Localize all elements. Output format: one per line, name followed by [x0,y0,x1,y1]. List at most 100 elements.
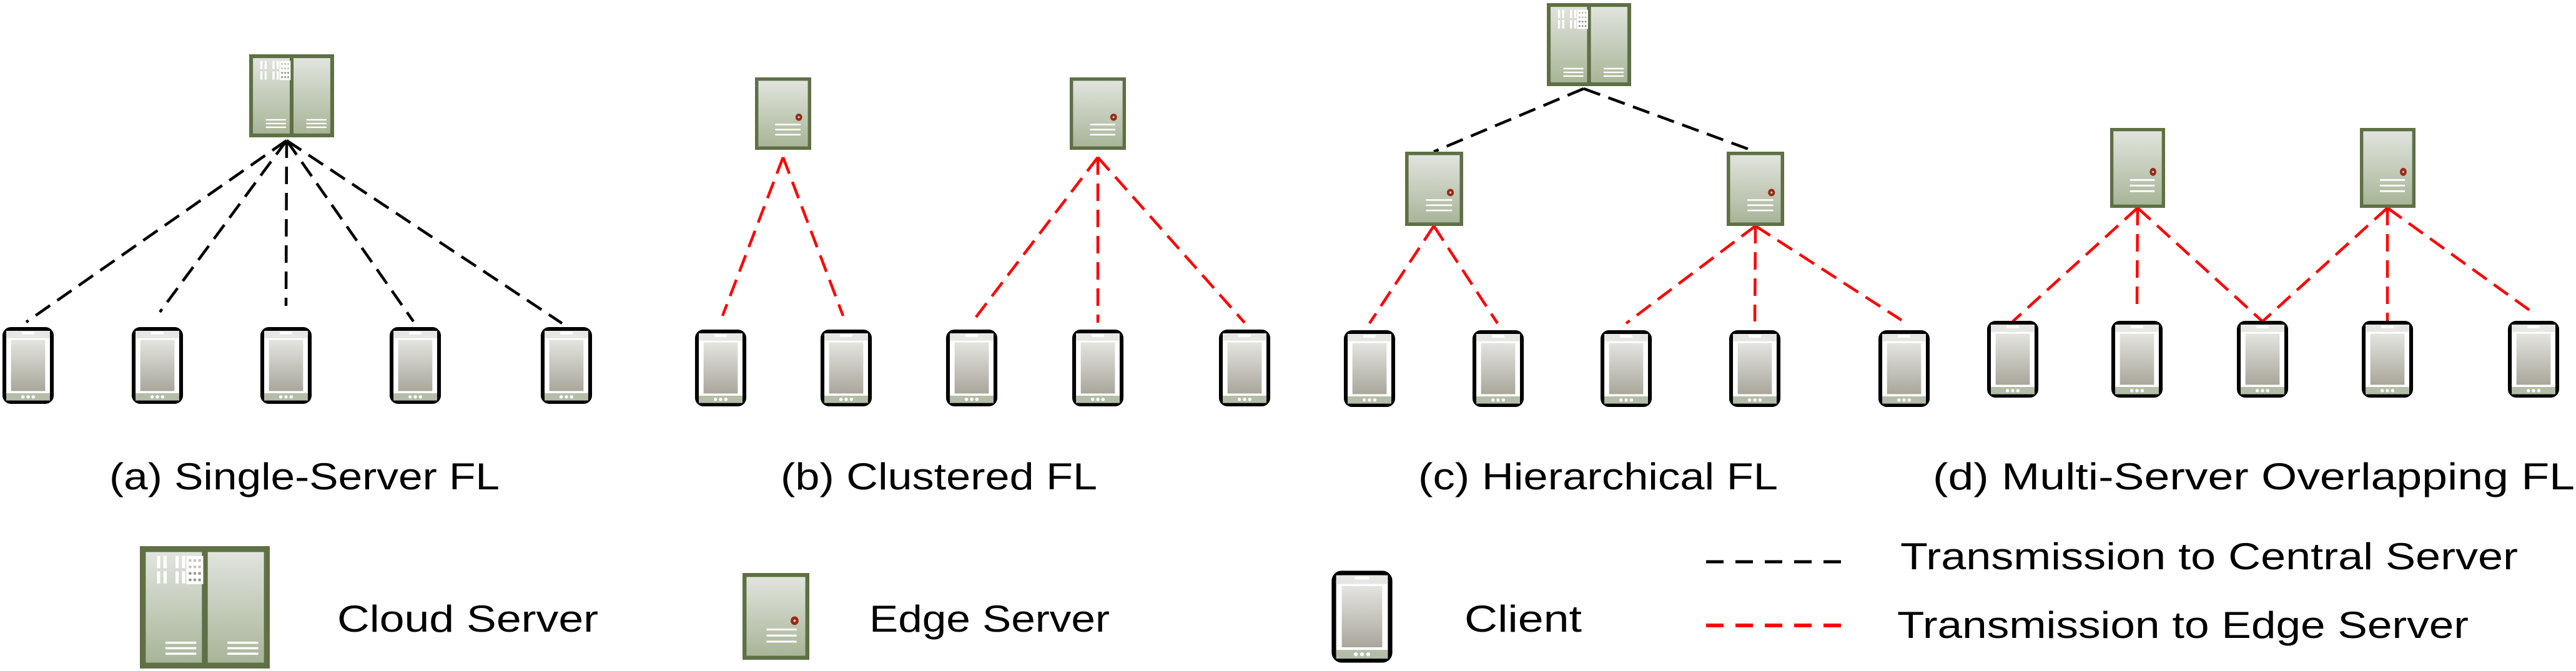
edge-server-icon [1070,77,1126,150]
client-phone-icon [2361,320,2414,398]
client-phone-icon [1343,330,1396,408]
client-phone-icon [1072,329,1124,407]
client-phone-icon [1986,320,2039,398]
link-c2-to-e1-edge [781,157,845,316]
speaker-icon [1620,335,1632,338]
link-e2-to-cloud-central [1583,87,1756,154]
speaker-icon [1355,576,1369,580]
screen [1352,343,1387,394]
client-phone-icon [1878,330,1930,408]
speaker-icon [2381,325,2394,328]
client-phone-icon [1218,329,1271,407]
cloud-server-icon [249,54,334,137]
edge-server-icon [2360,128,2416,208]
screen [2120,333,2154,385]
link-c5-to-e2-edge [1097,156,1246,324]
edge-server-icon [2110,128,2165,208]
link-c5-to-e2-edge [1754,225,1903,321]
link-e1-to-cloud-central [1433,87,1584,154]
screen [1887,343,1922,394]
screen [1080,342,1115,394]
nodes-layer [2,3,2560,408]
client-phone-icon [2236,320,2289,398]
speaker-icon [714,334,727,337]
speaker-icon [1092,334,1104,337]
speaker-icon [560,331,573,335]
client-phone-icon [2507,320,2560,398]
edge-server-icon [1405,152,1463,226]
edge-server-icon [755,77,811,150]
legend [140,546,1842,669]
panel-d [1986,128,2560,398]
speaker-icon [2131,325,2143,328]
screen [398,340,433,391]
screen [954,342,989,394]
client-phone-icon [1729,330,1781,408]
cloud-server-icon [1547,3,1631,86]
link-c3-to-e2-edge [2261,207,2389,323]
speaker-icon [1898,335,1910,338]
client-phone-icon [1472,330,1524,408]
speaker-icon [1238,334,1251,337]
speaker-icon [409,331,422,335]
legend-label-edge-server: Edge Server [869,598,1110,640]
link-c3-to-e1-edge [2136,207,2264,323]
screen [1227,342,1262,394]
link-c1-to-e1-edge [2011,207,2139,323]
screen [1737,343,1772,394]
client-phone-icon [945,329,998,407]
legend-label-cloud-server: Cloud Server [337,598,598,640]
speaker-icon [2527,325,2540,328]
screen [703,342,738,394]
screen [1995,333,2030,385]
legend-label-edge-transmission: Transmission to Edge Server [1897,604,2469,646]
client-phone-icon [694,329,747,407]
speaker-icon [2006,325,2019,328]
edge-server-icon [1727,152,1784,226]
client-phone-icon [820,329,872,407]
screen [2370,333,2405,385]
link-c1-to-cloud-central [25,139,288,323]
link-c2-to-cloud-central [159,139,288,313]
panel-title-clustered: (b) Clustered FL [781,456,1097,497]
legend-cloud-server-icon [140,546,270,669]
link-c4-to-cloud-central [285,139,415,323]
panel-b-links [721,156,1246,324]
panel-a [2,54,593,404]
client-phone-icon [389,326,442,404]
link-c2-to-e1-edge [2135,207,2139,305]
panel-title-hierarchical: (c) Hierarchical FL [1418,456,1778,497]
screen [11,340,46,391]
screen [140,340,175,391]
screen [829,342,864,394]
links-layer [25,87,2532,325]
client-phone-icon [540,326,593,404]
link-c3-to-e2-edge [1625,225,1757,325]
client-phone-icon [2111,320,2163,398]
link-c5-to-cloud-central [285,139,563,325]
panel-c [1343,3,1930,408]
client-phone-icon [1600,330,1652,408]
panel-d-links [2011,207,2532,323]
legend-edge-server-icon [743,573,809,660]
screen [1341,586,1383,647]
link-c5-to-e2-edge [2386,207,2532,312]
panel-a-links [25,139,563,325]
speaker-icon [151,331,164,335]
legend-client-phone-icon [1331,571,1393,663]
speaker-icon [1363,335,1376,338]
speaker-icon [22,331,34,335]
screen [549,340,584,391]
panel-title-single-server: (a) Single-Server FL [109,456,500,497]
link-c1-to-e1-edge [1368,225,1435,325]
screen [1481,343,1516,394]
link-c3-to-cloud-central [284,140,289,306]
screen [269,340,303,391]
screen [2245,333,2280,385]
client-phone-icon [260,326,312,404]
panel-c-links [1368,87,1903,325]
speaker-icon [1749,335,1761,338]
legend-label-client: Client [1464,598,1582,640]
speaker-icon [1492,335,1504,338]
